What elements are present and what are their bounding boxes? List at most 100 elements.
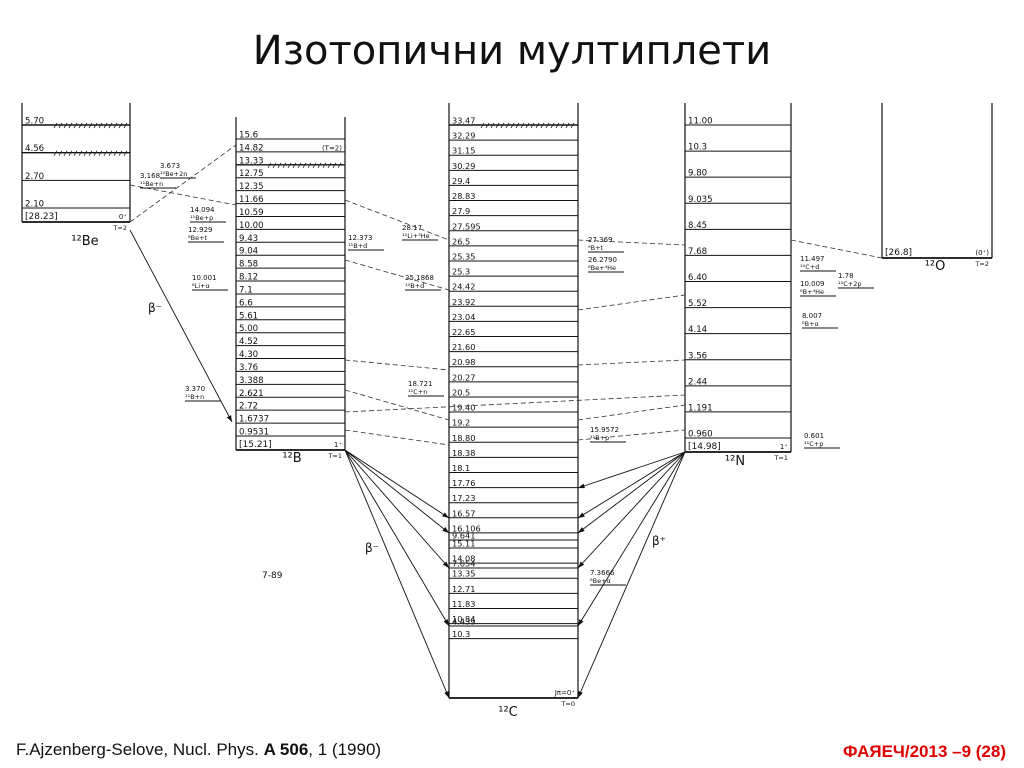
c-isospin: T=0 bbox=[560, 700, 575, 708]
c-level-energy: 16.106 bbox=[452, 523, 481, 533]
n-level-energy: 10.3 bbox=[688, 143, 707, 153]
reference-citation: F.Ajzenberg-Selove, Nucl. Phys. A 506, 1… bbox=[16, 740, 381, 760]
c-threshold-channel: ⁸Be+⁴He bbox=[588, 264, 616, 272]
b-threshold-energy: 14.094 bbox=[190, 206, 215, 214]
c-level-energy: 20.5 bbox=[452, 387, 470, 397]
be-threshold-channel: ¹¹Be+n bbox=[140, 180, 163, 188]
b-level-energy: 6.6 bbox=[239, 298, 253, 308]
be-isospin: T=2 bbox=[112, 224, 127, 232]
reference-prefix: F.Ajzenberg-Selove, Nucl. Phys. bbox=[16, 740, 264, 759]
c-threshold-energy: 25.1868 bbox=[405, 274, 434, 282]
beta-decay-arrow bbox=[577, 451, 686, 534]
analog-state-connector bbox=[129, 184, 237, 206]
c-ground-jp: Jπ=0⁺ bbox=[554, 689, 576, 697]
c-level-energy: 18.1 bbox=[452, 463, 470, 473]
analog-state-connector bbox=[344, 389, 450, 421]
beta-decay-arrowhead bbox=[226, 415, 232, 422]
c-level-energy: 32.29 bbox=[452, 131, 475, 141]
analog-state-connector bbox=[344, 429, 450, 446]
o-ground-jp: (0⁺) bbox=[975, 249, 989, 257]
o-threshold-channel: ¹⁰C+2p bbox=[838, 280, 861, 288]
n-threshold-channel: ⁸B+⁴He bbox=[800, 288, 824, 296]
n-level-energy: 11.00 bbox=[688, 117, 713, 127]
beta-decay-arrowhead bbox=[442, 512, 449, 518]
c-threshold-channel: ⁹B+t bbox=[588, 244, 604, 252]
b-level-width-hatch bbox=[267, 162, 342, 169]
b-threshold-channel: ⁸Li+α bbox=[192, 282, 210, 290]
b-ground-jp: 1⁺ bbox=[334, 441, 342, 449]
c-level-energy: 9.641 bbox=[452, 531, 475, 541]
beta-decay-arrow bbox=[577, 451, 686, 569]
be-level-energy: 5.70 bbox=[25, 117, 44, 127]
c-threshold-energy: 26.2790 bbox=[588, 256, 617, 264]
beta-minus-label-left: β⁻ bbox=[148, 301, 162, 315]
n-level-energy: 1.191 bbox=[688, 403, 713, 413]
b-level-energy: 4.30 bbox=[239, 350, 258, 360]
c-threshold-energy: 27.369 bbox=[588, 236, 613, 244]
b-threshold-energy: 12.929 bbox=[188, 226, 213, 234]
b-level-energy: 13.33 bbox=[239, 156, 264, 166]
c-threshold-channel: ¹⁰B+d bbox=[405, 282, 424, 290]
c-level-energy: 15.11 bbox=[452, 539, 475, 549]
n-level-energy: 9.80 bbox=[688, 169, 707, 179]
b-level-energy: 15.6 bbox=[239, 131, 258, 141]
be-level-width-hatch bbox=[53, 150, 128, 156]
c-level-energy: 17.76 bbox=[452, 478, 475, 488]
c-threshold-channel: ¹¹B+d bbox=[348, 242, 367, 250]
c-threshold-energy: 15.9572 bbox=[590, 426, 619, 434]
n-level-energy: 5.52 bbox=[688, 299, 707, 309]
c-level-energy: 27.595 bbox=[452, 221, 481, 231]
be-level-energy: 4.56 bbox=[25, 144, 44, 154]
c-level-energy: 18.38 bbox=[452, 448, 475, 458]
n-threshold-energy: 0.601 bbox=[804, 432, 824, 440]
c-level-energy: 16.57 bbox=[452, 508, 475, 518]
b-level-energy: 3.388 bbox=[239, 376, 264, 386]
analog-state-connector bbox=[577, 429, 686, 441]
n-threshold-energy: 8.007 bbox=[802, 312, 822, 320]
o-nucleus-label: ¹²O bbox=[925, 259, 946, 274]
analog-state-connector bbox=[577, 404, 686, 421]
slide-title: Изотопични мултиплети bbox=[252, 28, 772, 74]
b-level-energy: 12.35 bbox=[239, 182, 264, 192]
b-nucleus-label: ¹²B bbox=[282, 451, 301, 466]
c-nucleus-label: ¹²C bbox=[498, 705, 518, 720]
n-threshold-energy: 11.497 bbox=[800, 255, 825, 263]
analog-state-connector bbox=[344, 394, 686, 413]
b-level-energy: 11.66 bbox=[239, 195, 264, 205]
beta-decay-arrow bbox=[344, 449, 450, 627]
c-level-energy: 4.439 bbox=[452, 617, 475, 627]
n-level-energy: 0.960 bbox=[688, 430, 713, 440]
b-level-energy: 5.61 bbox=[239, 311, 258, 321]
o-threshold-energy: 1.78 bbox=[838, 272, 854, 280]
beta-decay-arrowhead bbox=[443, 619, 449, 626]
b-threshold-channel: ¹¹Be+p bbox=[190, 214, 213, 222]
be-level-energy: 2.10 bbox=[25, 200, 44, 210]
slide-number: ФАЯЕЧ/2013 –9 (28) bbox=[843, 742, 1006, 761]
c-level-energy: 30.29 bbox=[452, 161, 475, 171]
beta-decay-arrowhead bbox=[578, 512, 585, 518]
analog-state-connector bbox=[577, 239, 686, 246]
figure-code: 7-89 bbox=[262, 571, 283, 581]
b-level-energy: 12.75 bbox=[239, 169, 264, 179]
be-threshold-channel: ¹⁰Be+2n bbox=[160, 170, 187, 178]
c-threshold-channel: ⁸Be+α bbox=[590, 577, 611, 585]
n-level-energy: 4.14 bbox=[688, 325, 707, 335]
b-level-energy: 3.76 bbox=[239, 363, 258, 373]
n-level-energy: 3.56 bbox=[688, 351, 707, 361]
beta-decay-arrow bbox=[344, 449, 450, 569]
n-threshold-channel: ⁸B+α bbox=[802, 320, 819, 328]
b-level-energy: 9.04 bbox=[239, 247, 258, 257]
be-ground-jp: 0⁺ bbox=[119, 213, 127, 221]
c-level-energy: 10.84 bbox=[452, 614, 475, 624]
beta-decay-arrow bbox=[577, 451, 686, 699]
b-level-energy: 14.82 bbox=[239, 143, 264, 153]
c-level-energy: 7.654 bbox=[452, 559, 475, 569]
b-ground-energy: [15.21] bbox=[239, 440, 272, 450]
beta-decay-arrowhead bbox=[578, 561, 585, 568]
beta-decay-arrow bbox=[344, 449, 450, 519]
b-level-energy: 7.1 bbox=[239, 285, 253, 295]
b-level-energy: 1.6737 bbox=[239, 415, 269, 425]
b-level-energy: 2.621 bbox=[239, 389, 264, 399]
b-threshold-channel: ¹¹B+n bbox=[185, 393, 204, 401]
b-threshold-channel: ⁸Be+t bbox=[188, 234, 208, 242]
